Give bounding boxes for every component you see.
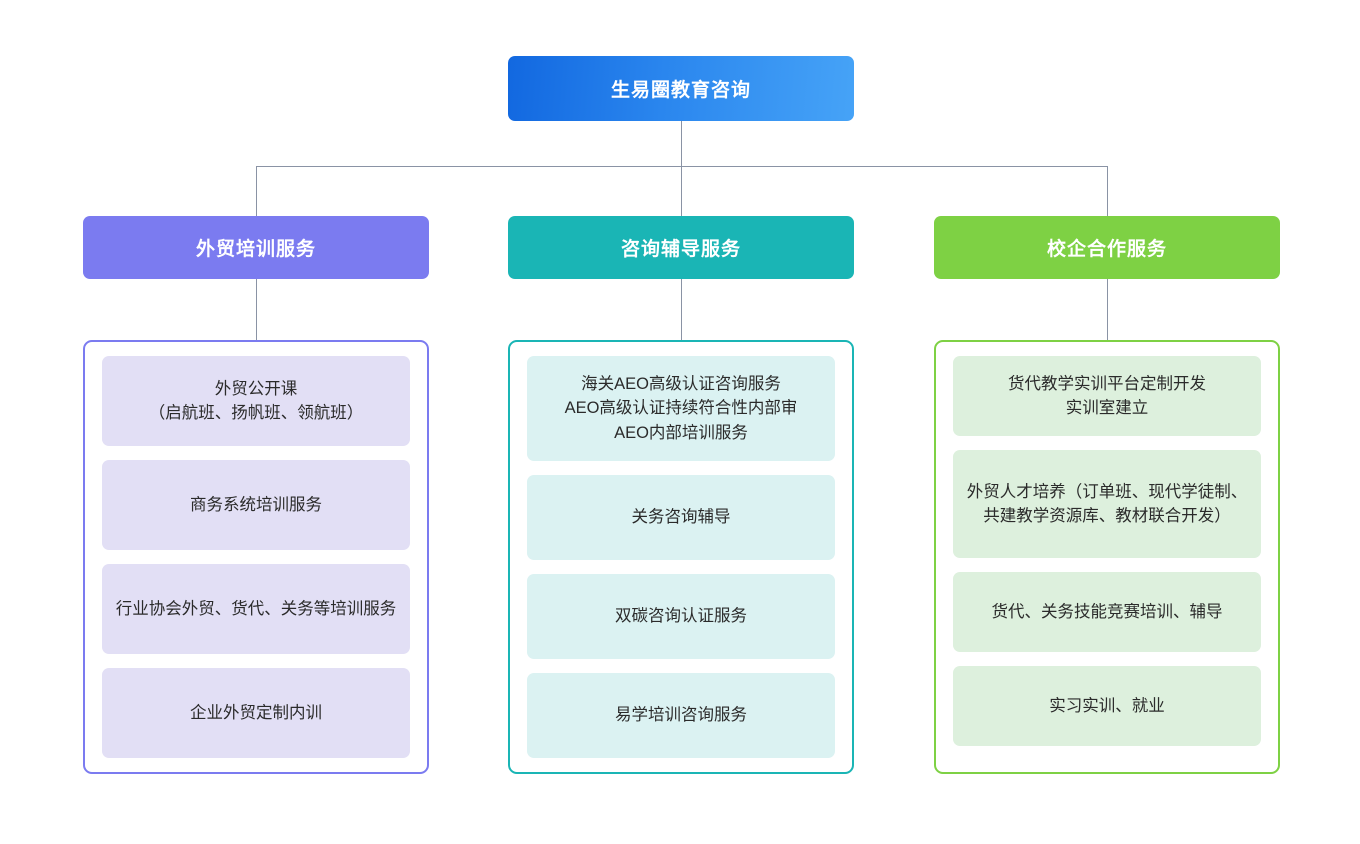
service-card[interactable]: 关务咨询辅导 xyxy=(527,475,835,560)
connector-branch-0-drop xyxy=(255,166,257,216)
branch-header-2[interactable]: 校企合作服务 xyxy=(934,216,1280,279)
branch-header-2-label: 校企合作服务 xyxy=(1046,239,1167,260)
branch-panel-0: 外贸公开课 （启航班、扬帆班、领航班） 商务系统培训服务 行业协会外贸、货代、关… xyxy=(83,340,429,774)
branch-header-1[interactable]: 咨询辅导服务 xyxy=(508,216,854,279)
connector-branch-0-panel xyxy=(255,279,257,341)
connector-branch-2-panel xyxy=(1106,279,1108,341)
root-node[interactable]: 生易圈教育咨询 xyxy=(508,56,854,121)
service-card[interactable]: 实习实训、就业 xyxy=(953,666,1261,746)
connector-branch-1-panel xyxy=(681,279,683,341)
service-card[interactable]: 易学培训咨询服务 xyxy=(527,673,835,758)
branch-header-0-label: 外贸培训服务 xyxy=(195,239,316,260)
branch-header-0[interactable]: 外贸培训服务 xyxy=(83,216,429,279)
branch-column-0: 外贸培训服务 外贸公开课 （启航班、扬帆班、领航班） 商务系统培训服务 行业协会… xyxy=(83,216,429,774)
branch-header-1-label: 咨询辅导服务 xyxy=(620,239,741,260)
connector-branch-2-drop xyxy=(1106,166,1108,216)
service-card[interactable]: 商务系统培训服务 xyxy=(102,460,410,550)
service-card[interactable]: 海关AEO高级认证咨询服务 AEO高级认证持续符合性内部审 AEO内部培训服务 xyxy=(527,356,835,461)
service-card[interactable]: 行业协会外贸、货代、关务等培训服务 xyxy=(102,564,410,654)
connector-branch-1-drop xyxy=(681,166,683,216)
branch-column-2: 校企合作服务 货代教学实训平台定制开发 实训室建立 外贸人才培养（订单班、现代学… xyxy=(934,216,1280,774)
root-node-label: 生易圈教育咨询 xyxy=(610,80,751,101)
service-card[interactable]: 货代、关务技能竞赛培训、辅导 xyxy=(953,572,1261,652)
branch-panel-2: 货代教学实训平台定制开发 实训室建立 外贸人才培养（订单班、现代学徒制、共建教学… xyxy=(934,340,1280,774)
connector-root-stem xyxy=(681,121,683,167)
branch-column-1: 咨询辅导服务 海关AEO高级认证咨询服务 AEO高级认证持续符合性内部审 AEO… xyxy=(508,216,854,774)
service-card[interactable]: 双碳咨询认证服务 xyxy=(527,574,835,659)
service-card[interactable]: 外贸公开课 （启航班、扬帆班、领航班） xyxy=(102,356,410,446)
service-card[interactable]: 企业外贸定制内训 xyxy=(102,668,410,758)
branch-panel-1: 海关AEO高级认证咨询服务 AEO高级认证持续符合性内部审 AEO内部培训服务 … xyxy=(508,340,854,774)
service-card[interactable]: 外贸人才培养（订单班、现代学徒制、共建教学资源库、教材联合开发） xyxy=(953,450,1261,558)
service-card[interactable]: 货代教学实训平台定制开发 实训室建立 xyxy=(953,356,1261,436)
